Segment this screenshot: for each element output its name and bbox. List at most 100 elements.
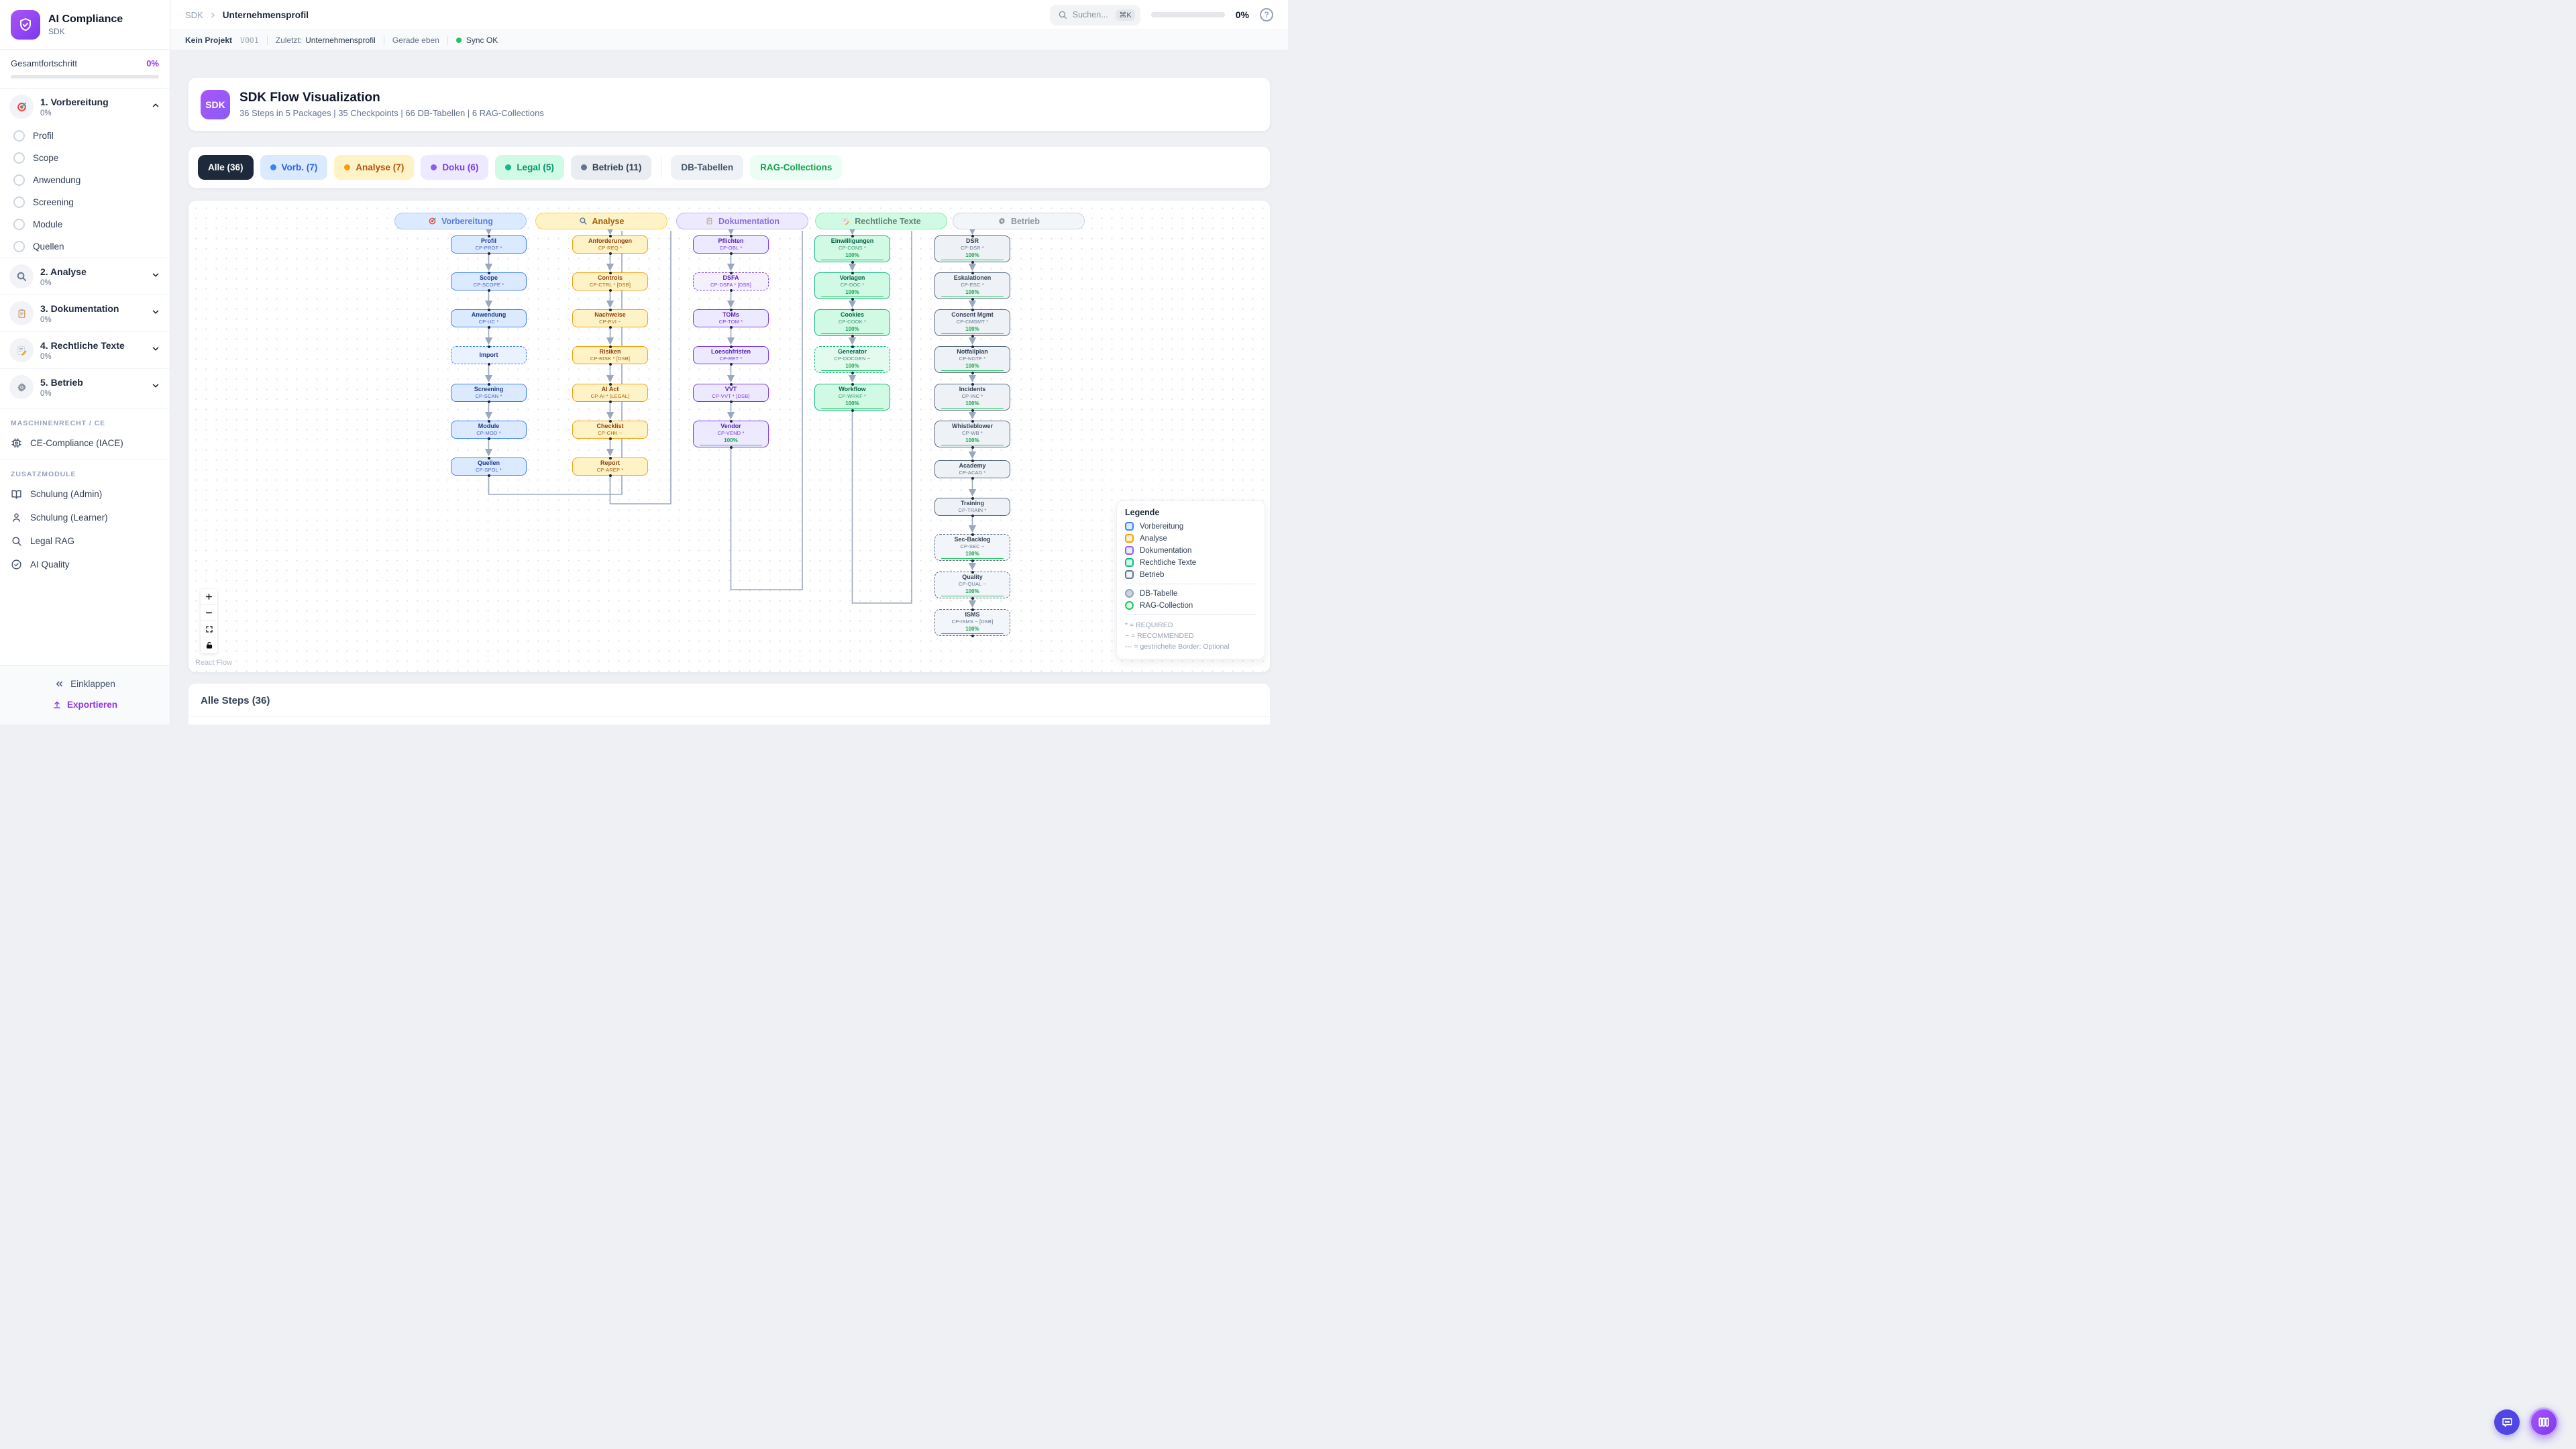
check-circle-icon	[11, 559, 22, 570]
filter-chip-legal-5[interactable]: Legal (5)	[495, 155, 564, 180]
node-title: Anforderungen	[588, 237, 632, 245]
breadcrumb-root[interactable]: SDK	[185, 9, 203, 20]
node-code: CP-TOM *	[718, 319, 743, 325]
node-code: CP-ESC *	[961, 282, 984, 288]
node-progress-value: 100%	[965, 252, 979, 258]
lock-toggle-button[interactable]	[201, 637, 217, 653]
fit-view-button[interactable]	[201, 621, 217, 637]
flow-package-header-analyse[interactable]: Analyse	[535, 213, 667, 229]
sidebar-item-schulung-learner-[interactable]: Schulung (Learner)	[0, 506, 170, 529]
package-label: 2. Analyse	[40, 266, 87, 277]
chat-button[interactable]	[2494, 1409, 2520, 1435]
filter-chip-betrieb-11[interactable]: Betrieb (11)	[570, 155, 652, 180]
filter-chip-doku-6[interactable]: Doku (6)	[421, 155, 489, 180]
node-code: CP-UC *	[478, 319, 499, 325]
sidebar-item-profil[interactable]: Profil	[0, 125, 170, 147]
collapse-sidebar-button[interactable]: Einklappen	[0, 674, 170, 694]
node-title: Cookies	[840, 311, 864, 318]
filter-chip-alle-36[interactable]: Alle (36)	[198, 155, 254, 180]
reactflow-attribution[interactable]: React Flow	[195, 659, 233, 667]
node-code: CP-DOC *	[840, 282, 865, 288]
page-title: SDK Flow Visualization	[239, 91, 380, 105]
flow-package-header-vorbereitung[interactable]: Vorbereitung	[394, 213, 527, 229]
node-title: Vorlagen	[839, 274, 865, 281]
sidebar-item-scope[interactable]: Scope	[0, 147, 170, 169]
main-area: SDK Unternehmensprofil Suchen... ⌘K 0% ?…	[170, 0, 1288, 724]
node-title: Scope	[479, 274, 498, 282]
sidebar-item-schulung-admin-[interactable]: Schulung (Admin)	[0, 482, 170, 506]
sidebar-item-module[interactable]: Module	[0, 213, 170, 235]
filter-chip-rag-collections[interactable]: RAG-Collections	[750, 155, 843, 180]
page-subtitle: 36 Steps in 5 Packages | 35 Checkpoints …	[239, 108, 544, 118]
sidebar-item-screening[interactable]: Screening	[0, 191, 170, 213]
flow-package-header-rechtliche-texte[interactable]: Rechtliche Texte	[815, 213, 947, 229]
export-button[interactable]: Exportieren	[0, 694, 170, 715]
columns-panel-button[interactable]	[2529, 1407, 2559, 1437]
flow-package-header-betrieb[interactable]: Betrieb	[953, 213, 1085, 229]
node-title: DSR	[965, 237, 979, 244]
flow-package-header-dokumentation[interactable]: Dokumentation	[676, 213, 808, 229]
sidebar-item-ai-quality[interactable]: AI Quality	[0, 553, 170, 576]
filter-chip-analyse-7[interactable]: Analyse (7)	[334, 155, 415, 180]
topbar-progress-value: 0%	[1235, 9, 1249, 20]
zoom-out-button[interactable]	[201, 605, 217, 621]
filter-chip-vorb-7[interactable]: Vorb. (7)	[260, 155, 328, 180]
flow-node-import[interactable]: Import	[451, 346, 527, 364]
legend-label: RAG-Collection	[1140, 601, 1193, 610]
chip-dot-icon	[505, 164, 512, 170]
sidebar-item-ce-compliance[interactable]: CE-Compliance (IACE)	[0, 431, 170, 455]
chip-dot-icon	[344, 164, 351, 170]
sidebar-item-anwendung[interactable]: Anwendung	[0, 169, 170, 191]
node-code: CP-SEC ~	[960, 543, 985, 549]
sidebar-item-quellen[interactable]: Quellen	[0, 235, 170, 258]
help-icon[interactable]: ?	[1260, 8, 1273, 21]
node-code: CP-VEND *	[717, 430, 745, 436]
search-input[interactable]: Suchen... ⌘K	[1049, 4, 1140, 25]
overall-progress-track	[11, 75, 159, 78]
filter-chip-db-tabellen[interactable]: DB-Tabellen	[671, 155, 744, 180]
sidebar-item-legal-rag[interactable]: Legal RAG	[0, 529, 170, 553]
zoom-in-button[interactable]	[201, 589, 217, 605]
